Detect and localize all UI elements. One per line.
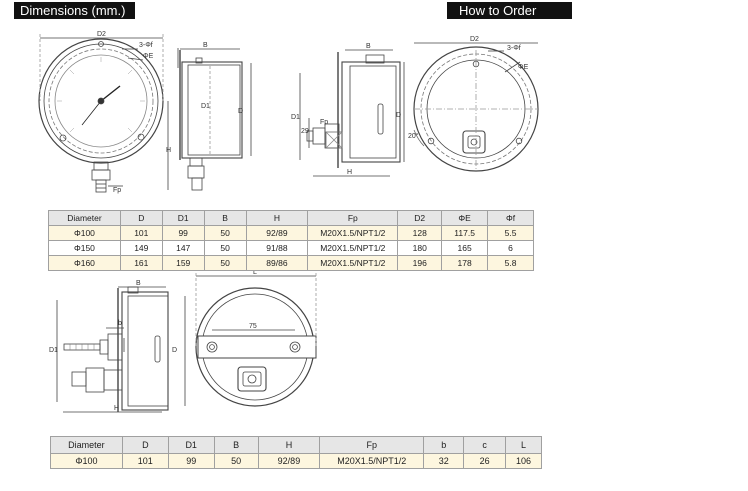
label-h-back: H [347,169,352,176]
table-cell: 147 [161,240,205,256]
column-header: B [213,436,259,454]
how-to-order-header: How to Order [447,2,572,19]
drawing-panel-mount-side [56,286,186,413]
table-cell: 92/89 [257,453,321,469]
table-cell: 178 [441,255,489,271]
column-header: D [119,210,163,226]
label-h: H [166,147,171,154]
table-cell: 149 [119,240,163,256]
table-cell: 91/88 [245,240,309,256]
label-d2: D2 [97,31,106,38]
drawing-front-view-flange [38,34,164,193]
table-cell: Φ100 [50,453,123,469]
table-cell: M20X1.5/NPT1/2 [307,240,399,256]
table-row: Φ150 149 147 50 91/88 M20X1.5/NPT1/2 180… [48,240,534,256]
label-fp: Fp [113,187,121,194]
table-row: Φ160 161 159 50 89/86 M20X1.5/NPT1/2 196… [48,255,534,271]
table-cell: Φ160 [48,255,121,271]
table-cell: 101 [119,225,163,241]
column-header: D2 [397,210,443,226]
table-cell: 89/86 [245,255,309,271]
table-cell: 180 [397,240,443,256]
column-header: D1 [161,210,205,226]
column-header: D [121,436,169,454]
table-cell: 50 [203,240,247,256]
label-angle: 20° [408,132,419,140]
table-cell: 5.8 [487,255,534,271]
label-d: D [238,108,243,115]
table-cell: M20X1.5/NPT1/2 [307,255,399,271]
label-b-panel: B [136,280,141,287]
table-cell: 165 [441,240,489,256]
label-h-panel: H [114,405,119,412]
column-header: H [245,210,309,226]
label-phi-e-back: ΦE [518,64,529,71]
dimensions-table-1: Diameter D D1 B H Fp D2 ΦE Φf Φ100 101 9… [48,210,534,271]
table-cell: 50 [203,225,247,241]
table-cell: 196 [397,255,443,271]
table-cell: 26 [463,453,507,469]
drawing-side-view [167,48,252,191]
label-d2-back: D2 [470,36,479,43]
table-header-row: Diameter D D1 B H Fp D2 ΦE Φf [48,210,534,226]
table-cell: 6 [487,240,534,256]
table-cell: 92/89 [245,225,309,241]
column-header: b [423,436,465,454]
label-b-small: b [118,320,122,327]
column-header: Φf [487,210,534,226]
column-header: D1 [167,436,215,454]
column-header: Fp [307,210,399,226]
drawing-panel-mount-front [195,273,317,407]
column-header: L [505,436,542,454]
table-cell: 117.5 [441,225,489,241]
table-header-row: Diameter D D1 B H Fp b c L [50,436,542,454]
label-d1-back: D1 [291,114,300,121]
drawing-back-connection-side [299,49,405,177]
dimensions-table-2: Diameter D D1 B H Fp b c L Φ100 101 99 5… [50,436,542,469]
column-header: Diameter [50,436,123,454]
label-b-back: B [366,43,371,50]
label-d1-panel: D1 [49,347,58,354]
label-75: 75 [249,323,257,330]
column-header: Fp [319,436,425,454]
table-row: Φ100 101 99 50 92/89 M20X1.5/NPT1/2 128 … [48,225,534,241]
label-d1: D1 [201,103,210,110]
dimensions-header: Dimensions (mm.) [14,2,135,19]
table-cell: 101 [121,453,169,469]
column-header: ΦE [441,210,489,226]
table-cell: 50 [203,255,247,271]
drawing-back-view-flange [413,42,539,172]
table-cell: 5.5 [487,225,534,241]
table-cell: 128 [397,225,443,241]
label-d-panel: D [172,347,177,354]
table-cell: 159 [161,255,205,271]
label-3-phi-f: 3-Φf [139,42,153,49]
label-d-back: D [396,112,401,119]
table-cell: 161 [119,255,163,271]
table-cell: M20X1.5/NPT1/2 [319,453,425,469]
column-header: B [203,210,247,226]
table-row: Φ100 101 99 50 92/89 M20X1.5/NPT1/2 32 2… [50,453,542,469]
table-cell: Φ150 [48,240,121,256]
table-cell: M20X1.5/NPT1/2 [307,225,399,241]
table-cell: Φ100 [48,225,121,241]
column-header: H [257,436,321,454]
label-b: B [203,42,208,49]
label-29: 29 [301,128,309,135]
label-phi-e: ΦE [143,53,154,60]
table-cell: 32 [423,453,465,469]
label-l: L [253,269,257,276]
column-header: Diameter [48,210,121,226]
column-header: c [463,436,507,454]
table-cell: 106 [505,453,542,469]
table-cell: 99 [167,453,215,469]
label-fp-back: Fp [320,119,328,126]
label-3-phi-f-back: 3-Φf [507,45,521,52]
table-cell: 99 [161,225,205,241]
table-cell: 50 [213,453,259,469]
